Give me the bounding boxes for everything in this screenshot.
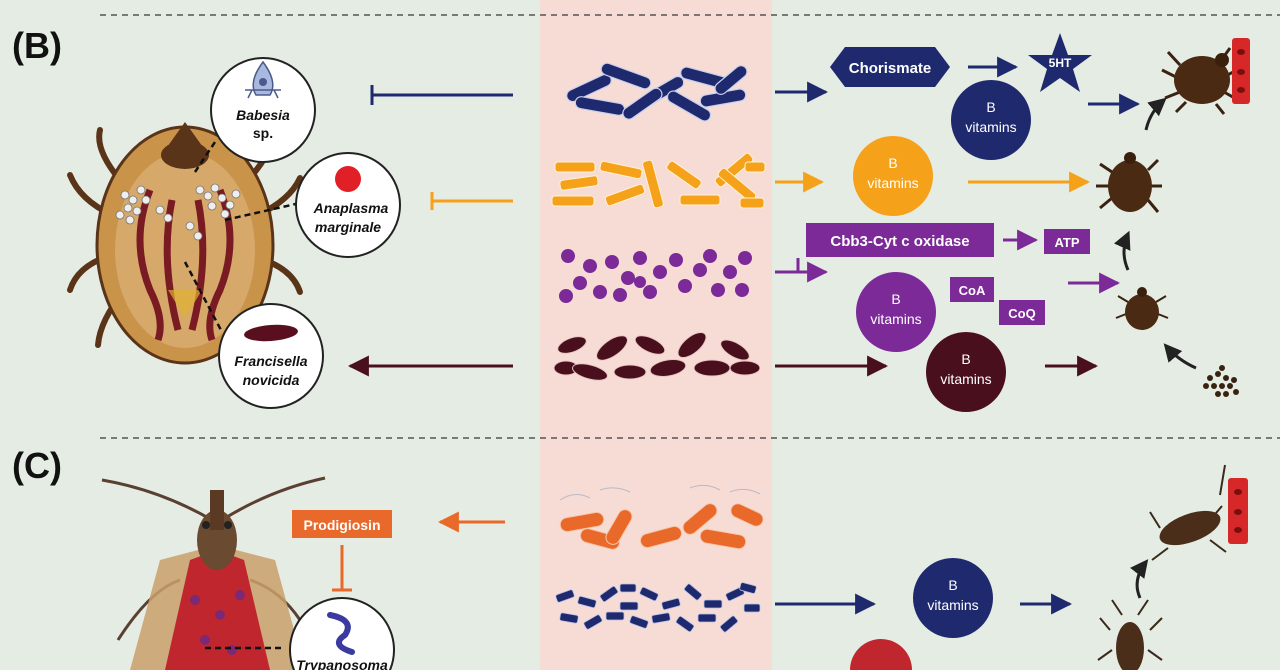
serotonin-star-node: 5HT: [1028, 33, 1092, 92]
bug-cycle-arrow: [1130, 559, 1149, 599]
coq-label: CoQ: [1008, 306, 1035, 321]
b-vitamins-purple-node: B vitamins: [856, 272, 936, 352]
adult-bug-feeding-icon: [1149, 464, 1248, 561]
anaplasma-pathogen: Anaplasma marginale: [295, 152, 401, 258]
b-vitamins-purple-line1: B: [891, 291, 900, 307]
tick-eggs-icon: [1203, 365, 1239, 397]
b-vitamins-orange-line1: B: [888, 155, 897, 171]
atp-box: ATP: [1044, 229, 1090, 254]
b-vitamins-c-line2: vitamins: [927, 597, 978, 613]
b-vitamins-maroon-line2: vitamins: [940, 371, 991, 387]
francisella-pathogen: Francisella novicida: [218, 303, 324, 409]
partial-red-node: [850, 639, 912, 670]
anaplasma-label-line1: Anaplasma: [313, 200, 389, 216]
b-vitamins-maroon-node: B vitamins: [926, 332, 1006, 412]
maroon-ellipse-bacteria: [553, 331, 761, 381]
b-vitamins-c-node: B vitamins: [913, 558, 993, 638]
panel-label-b: (B): [12, 25, 62, 66]
leader-lines: [183, 141, 301, 333]
b-vitamins-orange-node: B vitamins: [853, 136, 933, 216]
coq-box: CoQ: [999, 300, 1045, 325]
anaplasma-label-line2: marginale: [315, 219, 381, 235]
b-vitamins-orange-line2: vitamins: [867, 175, 918, 191]
prodigiosin-box: Prodigiosin: [292, 510, 392, 538]
b-vitamins-c-line1: B: [948, 577, 957, 593]
nymph-tick-icon: [1115, 287, 1169, 330]
prodigiosin-label: Prodigiosin: [304, 517, 381, 533]
b-vitamins-navy-line1: B: [986, 99, 995, 115]
cbb3-label: Cbb3-Cyt c oxidase: [830, 233, 969, 250]
orange-rod-bacteria: [551, 152, 766, 209]
francisella-label-line1: Francisella: [234, 353, 307, 369]
b-vitamins-maroon-line1: B: [961, 351, 970, 367]
chorismate-label: Chorismate: [849, 60, 932, 77]
coa-box: CoA: [950, 277, 994, 302]
inhibition-babesia: [370, 85, 513, 105]
microbiome-band: [540, 0, 772, 670]
serotonin-label: 5HT: [1049, 56, 1072, 70]
b-vitamins-purple-line2: vitamins: [870, 311, 921, 327]
b-vitamins-navy-line2: vitamins: [965, 119, 1016, 135]
francisella-label-line2: novicida: [243, 372, 300, 388]
life-cycle-arrows: [1113, 97, 1197, 370]
kissing-bug-illustration: [101, 476, 326, 670]
trypanosoma-label: Trypanosoma: [296, 657, 388, 670]
adult-tick-icon: [1096, 152, 1162, 213]
panel-label-c: (C): [12, 445, 62, 486]
navy-small-rod-bacteria: [555, 582, 761, 633]
inhibition-trypanosoma: [332, 545, 352, 592]
babesia-label-line1: Babesia: [236, 107, 290, 123]
babesia-pathogen: Babesia sp.: [210, 57, 316, 163]
b-vitamins-navy-node: B vitamins: [951, 80, 1031, 160]
chorismate-node: Chorismate: [830, 47, 950, 87]
atp-label: ATP: [1054, 235, 1079, 250]
red-orange-rod-bacteria: [559, 484, 764, 550]
cbb3-oxidase-box: Cbb3-Cyt c oxidase: [806, 223, 994, 257]
purple-cocci-bacteria: [559, 249, 752, 303]
babesia-label-line2: sp.: [253, 125, 273, 141]
navy-rod-bacteria: [566, 62, 748, 122]
adult-tick-feeding-icon: [1161, 38, 1250, 115]
trypanosoma-pathogen: Trypanosoma: [289, 597, 395, 670]
inhibition-anaplasma: [430, 192, 513, 210]
coa-label: CoA: [959, 283, 986, 298]
nymph-bug-icon: [1097, 599, 1163, 670]
